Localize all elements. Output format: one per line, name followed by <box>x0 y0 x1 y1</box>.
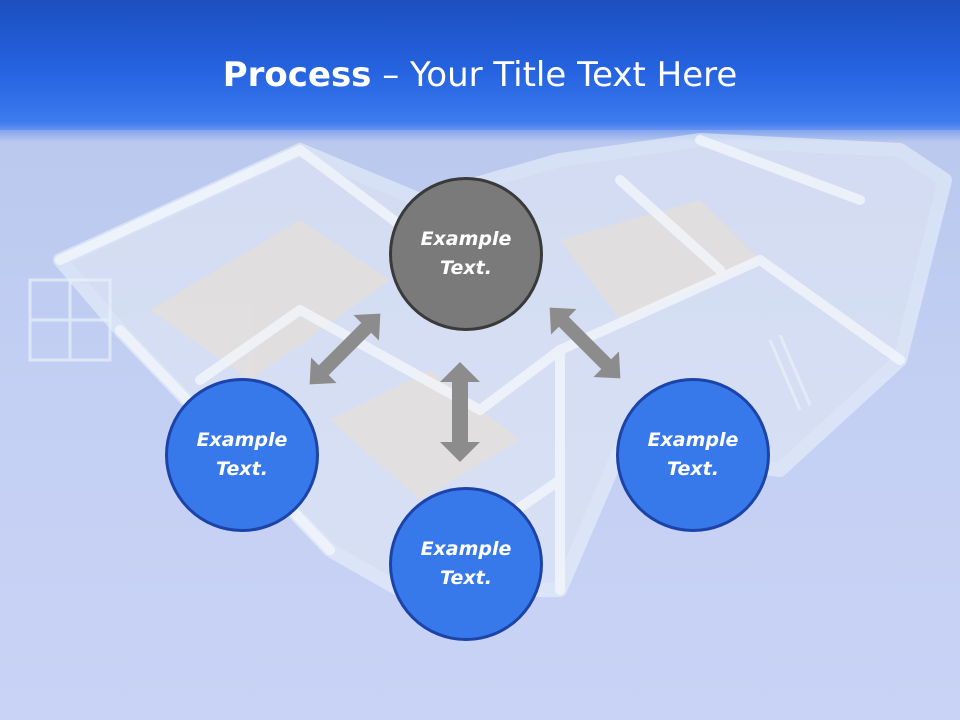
process-node-bottom: Example Text. <box>389 487 543 641</box>
arrow-top-right <box>549 307 621 379</box>
header-band <box>0 0 960 130</box>
arrow-top-bottom <box>440 362 480 462</box>
title-rest: – Your Title Text Here <box>371 55 738 95</box>
process-node-left-label: Example Text. <box>196 429 288 480</box>
process-node-bottom-label: Example Text. <box>420 538 512 589</box>
process-node-top-label: Example Text. <box>420 228 512 279</box>
title-bold: Process <box>222 55 372 95</box>
process-node-right: Example Text. <box>616 378 770 532</box>
process-node-left: Example Text. <box>165 378 319 532</box>
arrow-left-top <box>309 313 381 385</box>
process-node-top: Example Text. <box>389 177 543 331</box>
slide-title: Process – Your Title Text Here <box>0 52 960 98</box>
process-node-right-label: Example Text. <box>647 429 739 480</box>
